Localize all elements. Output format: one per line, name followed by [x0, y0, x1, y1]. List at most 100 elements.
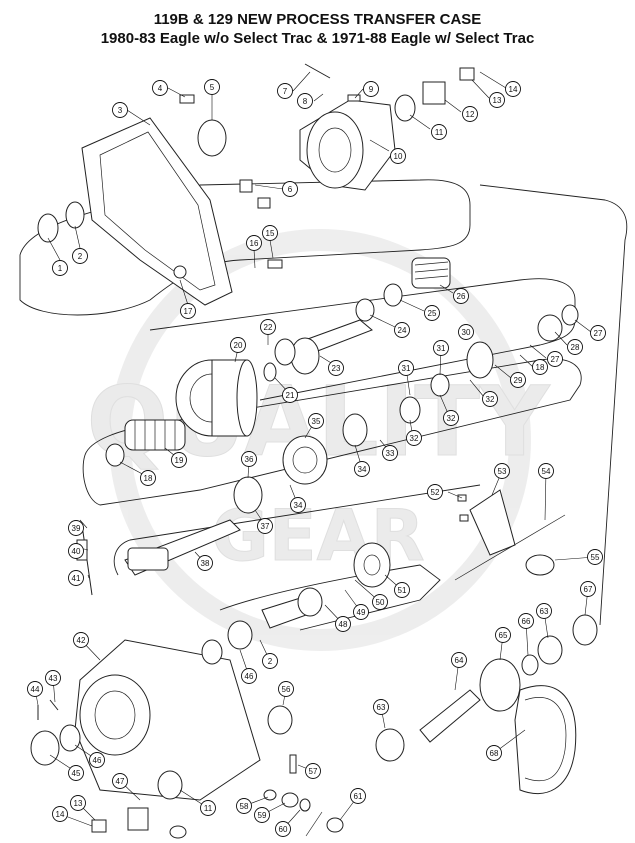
callout-8: 8 — [297, 93, 313, 109]
callout-37: 37 — [257, 518, 273, 534]
callout-circle — [52, 806, 68, 822]
callout-circle — [532, 359, 548, 375]
callout-circle — [335, 616, 351, 632]
callout-31-2: 31 — [398, 360, 414, 376]
callout-22: 22 — [260, 319, 276, 335]
callout-number: 32 — [486, 395, 495, 404]
callout-circle — [68, 543, 84, 559]
callout-32: 32 — [482, 391, 498, 407]
callout-41: 41 — [68, 570, 84, 586]
callout-number: 5 — [210, 83, 215, 92]
callout-61: 61 — [350, 788, 366, 804]
callout-number: 33 — [386, 449, 395, 458]
callout-circle — [482, 391, 498, 407]
callout-number: 56 — [282, 685, 291, 694]
callout-circle — [427, 484, 443, 500]
callout-number: 37 — [261, 522, 270, 531]
callout-number: 1 — [58, 264, 63, 273]
callout-circle — [394, 322, 410, 338]
callout-47: 47 — [112, 773, 128, 789]
callout-20: 20 — [230, 337, 246, 353]
callout-9: 9 — [363, 81, 379, 97]
callout-30: 30 — [458, 324, 474, 340]
callout-21: 21 — [282, 387, 298, 403]
callout-circle — [89, 752, 105, 768]
callout-32-3: 32 — [443, 410, 459, 426]
callout-circle — [257, 518, 273, 534]
callout-27: 27 — [547, 351, 563, 367]
callout-number: 7 — [283, 87, 288, 96]
callout-number: 6 — [288, 185, 293, 194]
callout-number: 67 — [584, 585, 593, 594]
callout-40: 40 — [68, 543, 84, 559]
callout-57: 57 — [305, 763, 321, 779]
callout-number: 16 — [250, 239, 259, 248]
callout-number: 30 — [462, 328, 471, 337]
callout-number: 52 — [431, 488, 440, 497]
callout-circle — [382, 445, 398, 461]
callout-circle — [433, 340, 449, 356]
callout-circle — [308, 413, 324, 429]
callout-60: 60 — [275, 821, 291, 837]
callout-circle — [73, 632, 89, 648]
callout-circle — [290, 497, 306, 513]
callout-circle — [197, 555, 213, 571]
callout-circle — [431, 124, 447, 140]
callout-51: 51 — [394, 582, 410, 598]
callout-number: 39 — [72, 524, 81, 533]
callout-number: 44 — [31, 685, 40, 694]
callout-circle — [547, 351, 563, 367]
callout-number: 34 — [294, 501, 303, 510]
callout-39: 39 — [68, 520, 84, 536]
output-shaft-64 — [419, 658, 521, 743]
callout-2-2: 2 — [262, 653, 278, 669]
callout-circle — [52, 260, 68, 276]
callout-number: 13 — [74, 799, 83, 808]
callout-circle — [443, 410, 459, 426]
callout-10: 10 — [390, 148, 406, 164]
callout-number: 10 — [394, 152, 403, 161]
callout-number: 11 — [204, 804, 213, 813]
callout-45: 45 — [68, 765, 84, 781]
callout-circle — [494, 463, 510, 479]
callout-circle — [152, 80, 168, 96]
callout-circle — [112, 773, 128, 789]
gear-51 — [353, 542, 391, 588]
callout-circle — [495, 627, 511, 643]
callout-circle — [112, 102, 128, 118]
callout-53: 53 — [494, 463, 510, 479]
callout-circle — [282, 387, 298, 403]
callout-number: 32 — [410, 434, 419, 443]
callout-number: 22 — [264, 323, 273, 332]
callout-25: 25 — [424, 305, 440, 321]
diagram-title: 119B & 129 NEW PROCESS TRANSFER CASE 198… — [0, 10, 635, 48]
callout-7: 7 — [277, 83, 293, 99]
callout-number: 14 — [56, 810, 65, 819]
callout-number: 48 — [339, 620, 348, 629]
callout-52: 52 — [427, 484, 443, 500]
callout-circle — [68, 570, 84, 586]
callout-number: 27 — [551, 355, 560, 364]
callout-number: 38 — [201, 559, 210, 568]
callout-circle — [278, 681, 294, 697]
callout-circle — [580, 581, 596, 597]
callout-number: 9 — [369, 85, 374, 94]
callout-50: 50 — [372, 594, 388, 610]
callout-59: 59 — [254, 807, 270, 823]
callout-circle — [241, 451, 257, 467]
callout-circle — [453, 288, 469, 304]
callout-67: 67 — [580, 581, 596, 597]
callout-64: 64 — [451, 652, 467, 668]
callout-number: 54 — [542, 467, 551, 476]
callout-number: 34 — [358, 465, 367, 474]
callout-circle — [510, 372, 526, 388]
callout-number: 17 — [184, 307, 193, 316]
callout-circle — [536, 603, 552, 619]
callout-circle — [254, 807, 270, 823]
callout-number: 49 — [357, 608, 366, 617]
callout-63-2: 63 — [373, 699, 389, 715]
callout-circle — [282, 181, 298, 197]
callout-number: 63 — [377, 703, 386, 712]
callout-circle — [451, 652, 467, 668]
callout-48: 48 — [335, 616, 351, 632]
